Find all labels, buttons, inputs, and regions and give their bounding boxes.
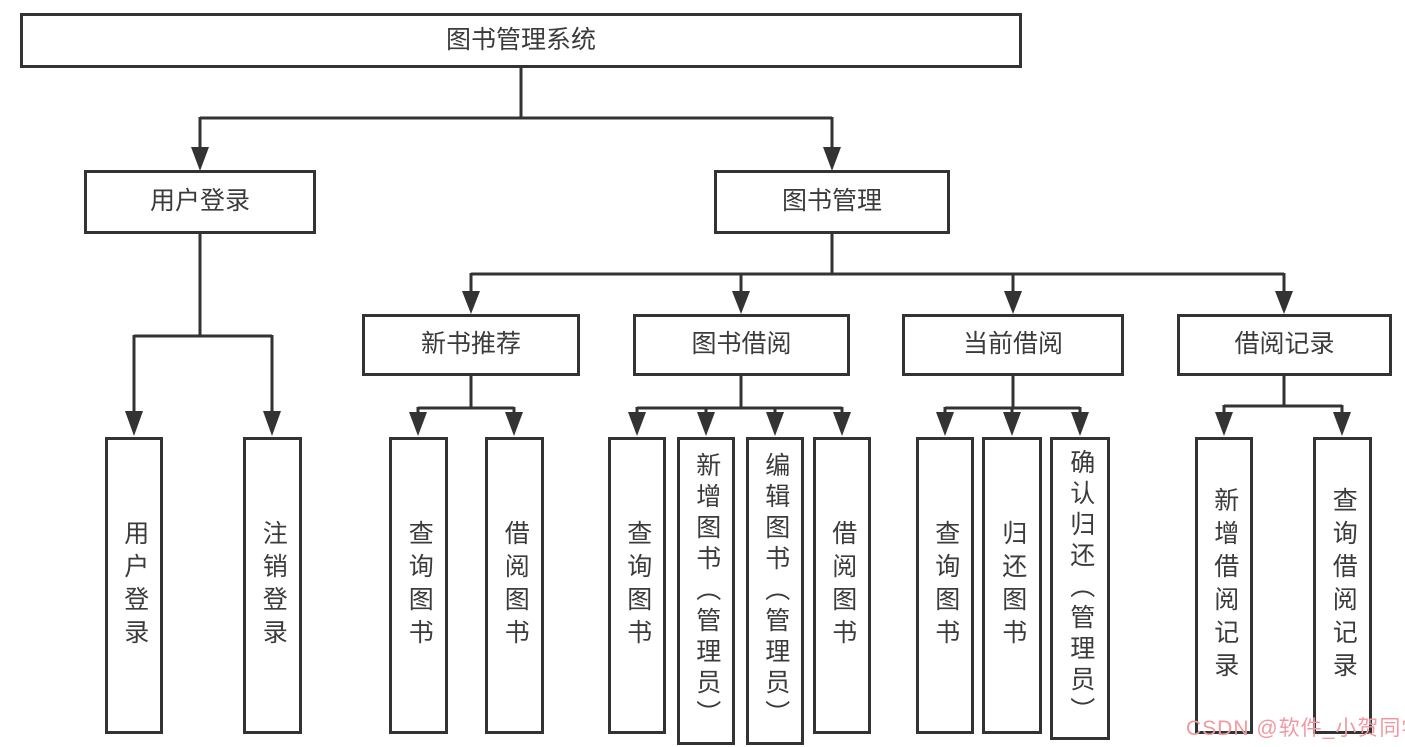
node-bb-edit-books-admin: 编辑图书（管理员） [746,437,804,745]
node-cb-confirm-return-admin: 确认归还（管理员） [1050,437,1110,740]
node-user-login: 用户登录 [84,170,316,234]
node-nbr-query-books: 查询图书 [389,437,448,734]
node-bb-query-books: 查询图书 [608,437,666,734]
node-cb-return-books: 归还图书 [982,437,1042,734]
node-cb-query-books: 查询图书 [916,437,974,734]
node-root: 图书管理系统 [20,13,1022,68]
csdn-watermark: CSDN @软件_小贺同学 [1186,717,1405,740]
node-user-login-action: 用户登录 [105,437,163,734]
node-logout-action: 注销登录 [243,437,302,734]
node-br-add-record: 新增借阅记录 [1195,437,1253,734]
node-borrow-record: 借阅记录 [1177,314,1392,376]
node-br-query-record: 查询借阅记录 [1313,437,1372,734]
node-nbr-borrow-books: 借阅图书 [485,437,544,734]
node-bb-add-books-admin: 新增图书（管理员） [677,437,735,745]
node-current-borrow: 当前借阅 [902,314,1124,376]
arrowheads [125,147,1351,436]
node-new-book-recommend: 新书推荐 [362,314,580,376]
node-bb-borrow-books: 借阅图书 [813,437,871,734]
node-book-borrow: 图书借阅 [633,314,850,376]
node-book-management: 图书管理 [714,170,950,234]
